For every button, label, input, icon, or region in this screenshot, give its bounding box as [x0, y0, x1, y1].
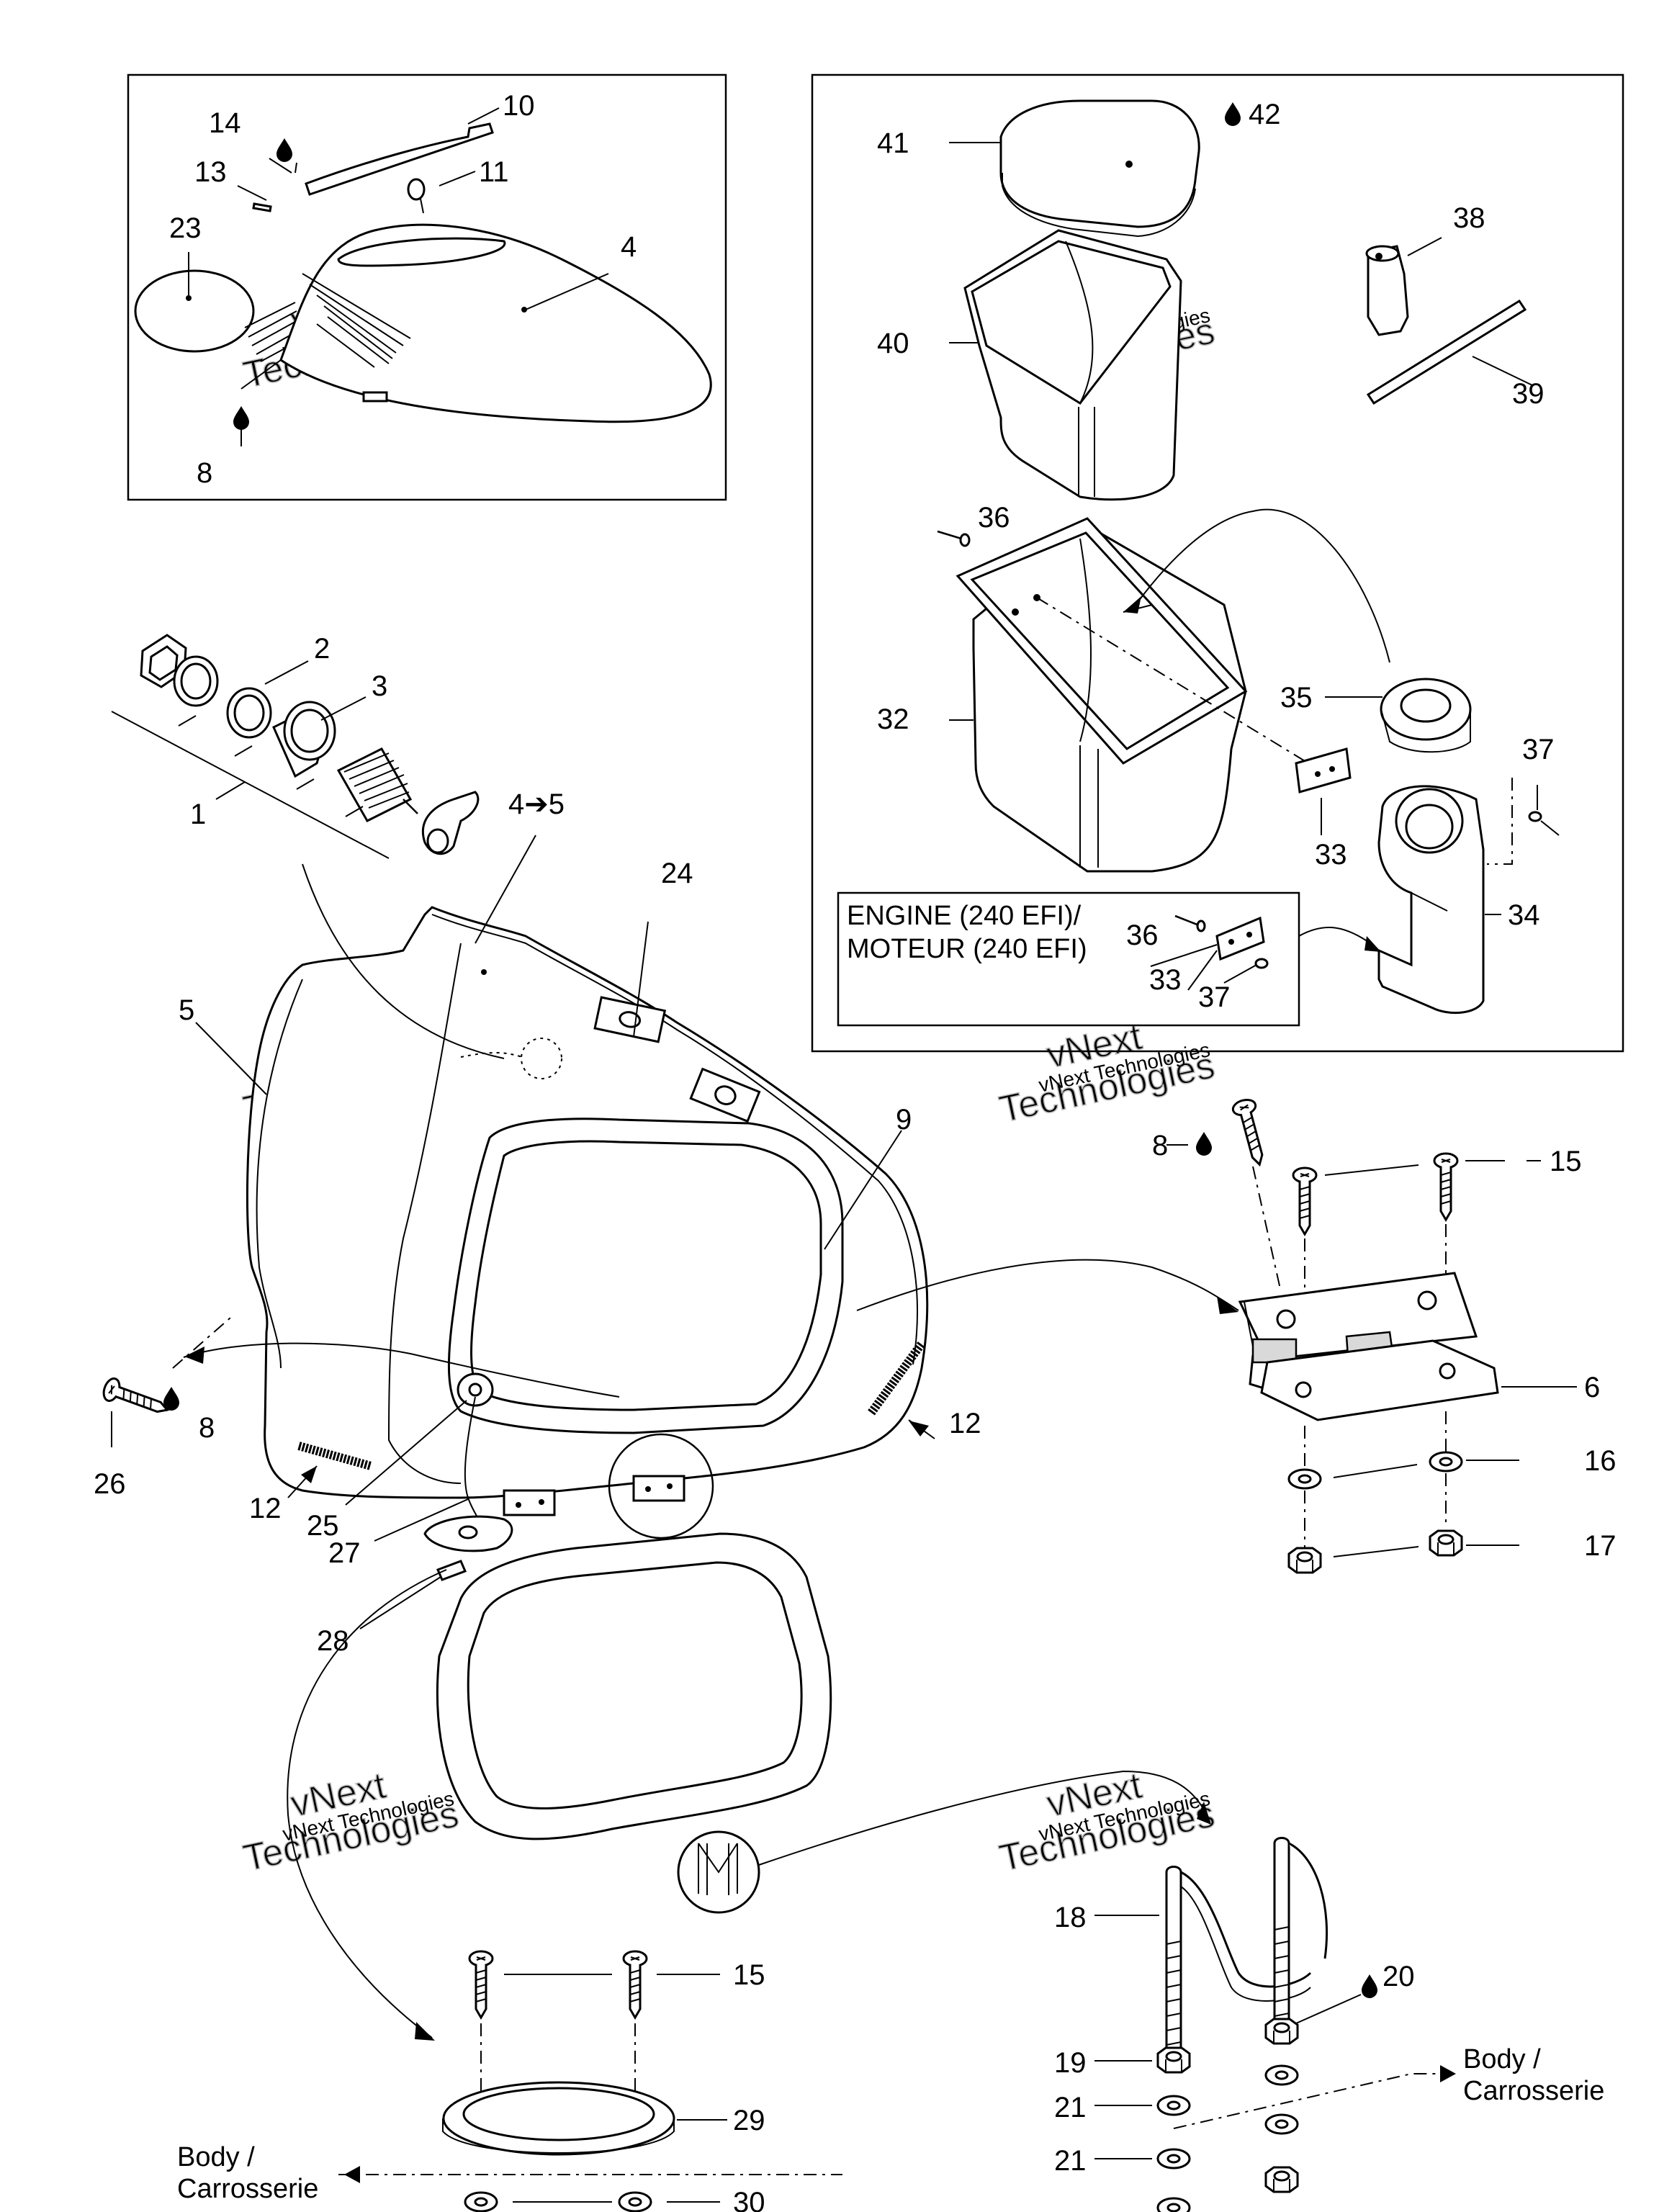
- label-35: 35: [1280, 682, 1313, 714]
- part-36-rivet: [937, 530, 971, 547]
- hinge-assembly: 8 15 6 16 17: [1152, 1096, 1617, 1574]
- label-6: 6: [1584, 1372, 1600, 1403]
- label-30: 30: [733, 2187, 765, 2212]
- part-23-bag: [134, 269, 255, 353]
- drop-icon: [1362, 1974, 1377, 1998]
- part-1-latch-assembly: 1 2 3: [111, 633, 480, 859]
- part-13-pin: [252, 202, 272, 212]
- label-33b: 33: [1149, 964, 1182, 996]
- label-33a: 33: [1315, 839, 1347, 871]
- label-4: 4: [621, 231, 637, 263]
- label-11: 11: [479, 156, 509, 188]
- inset-console-cover: 14 13 23 10 11 4 8: [127, 73, 727, 501]
- part-33-plate: [1295, 747, 1352, 793]
- label-36b: 36: [1126, 920, 1159, 951]
- label-15b: 15: [733, 1959, 765, 1991]
- label-15a: 15: [1550, 1146, 1582, 1177]
- drop-icon: [1196, 1132, 1212, 1156]
- label-24: 24: [661, 858, 693, 889]
- label-29: 29: [733, 2105, 765, 2136]
- part-41-lid: [999, 99, 1200, 228]
- label-1: 1: [190, 799, 206, 830]
- label-32: 32: [877, 703, 909, 735]
- label-13: 13: [194, 156, 227, 188]
- part-37-nut: [1528, 811, 1560, 836]
- body-note-right-1: Body /: [1463, 2044, 1541, 2074]
- label-2: 2: [314, 633, 330, 665]
- engine-note-line2: MOTEUR (240 EFI): [847, 934, 1087, 964]
- label-21b: 21: [1054, 2145, 1087, 2177]
- part-4-console-cover: [279, 223, 712, 423]
- label-38: 38: [1453, 202, 1485, 234]
- label-21a: 21: [1054, 2092, 1087, 2123]
- drain-assembly: Body / Carrosserie 15 29 30: [177, 1950, 842, 2212]
- part-39-rod: [1366, 299, 1527, 405]
- label-28: 28: [317, 1625, 349, 1657]
- part-5-hood: 5 4➔5 24 9 12 12 25 27 28 8 26: [94, 788, 1239, 1657]
- label-25: 25: [307, 1510, 339, 1542]
- label-26: 26: [94, 1468, 126, 1500]
- part-35-cap: [1380, 678, 1472, 753]
- label-8a: 8: [197, 457, 212, 489]
- label-27: 27: [328, 1537, 361, 1569]
- drop-icon: [276, 138, 292, 162]
- u-bolt-assembly: Body / Carrosserie 18 20 19 21 21: [1054, 1837, 1604, 2212]
- inset-storage-bin: ENGINE (240 EFI)/ MOTEUR (240 EFI) 42 41…: [811, 73, 1624, 1053]
- label-16: 16: [1584, 1445, 1617, 1477]
- label-10: 10: [503, 90, 535, 122]
- label-37a: 37: [1522, 734, 1555, 765]
- drop-icon: [233, 406, 249, 430]
- label-3: 3: [372, 670, 387, 702]
- label-12b: 12: [949, 1408, 981, 1439]
- label-36a: 36: [978, 502, 1010, 534]
- body-note-left-2: Carrosserie: [177, 2174, 318, 2204]
- part-38-fitting: [1365, 245, 1409, 336]
- label-18: 18: [1054, 1902, 1087, 1933]
- label-4to5: 4➔5: [508, 788, 565, 820]
- label-12a: 12: [249, 1493, 282, 1524]
- label-8c: 8: [199, 1412, 215, 1444]
- part-10-trim: [305, 122, 494, 196]
- label-40: 40: [877, 328, 909, 359]
- label-5: 5: [179, 994, 194, 1026]
- label-23: 23: [169, 212, 202, 244]
- part-11-clip: [407, 178, 426, 214]
- engine-note-line1: ENGINE (240 EFI)/: [847, 901, 1082, 931]
- label-39: 39: [1512, 378, 1545, 410]
- drop-icon: [1225, 102, 1241, 126]
- label-41: 41: [877, 127, 909, 159]
- engine-note-box: [837, 891, 1300, 1027]
- label-37b: 37: [1198, 981, 1231, 1013]
- body-note-left-1: Body /: [177, 2142, 255, 2172]
- label-19: 19: [1054, 2047, 1087, 2079]
- label-14: 14: [209, 107, 241, 139]
- bellows: [244, 302, 307, 362]
- label-20: 20: [1382, 1961, 1415, 1992]
- label-34: 34: [1508, 899, 1540, 931]
- label-17: 17: [1584, 1530, 1617, 1562]
- label-9: 9: [896, 1104, 912, 1136]
- body-note-right-2: Carrosserie: [1463, 2076, 1604, 2106]
- drop-icon: [163, 1387, 179, 1411]
- label-8b: 8: [1152, 1130, 1168, 1161]
- window-gasket: [287, 1532, 1211, 2041]
- label-42: 42: [1249, 99, 1281, 130]
